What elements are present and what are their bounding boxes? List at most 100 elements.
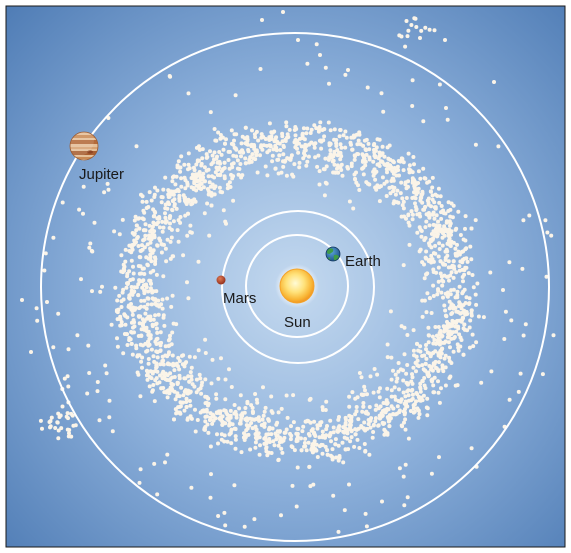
asteroid-dot xyxy=(371,422,376,427)
asteroid-dot xyxy=(377,395,382,400)
asteroid-dot xyxy=(199,161,204,166)
asteroid-dot xyxy=(252,417,257,422)
asteroid-dot xyxy=(165,452,170,457)
asteroid-dot xyxy=(56,411,61,416)
asteroid-dot xyxy=(145,316,149,321)
asteroid-dot xyxy=(181,253,186,258)
asteroid-dot xyxy=(148,333,153,338)
asteroid-dot xyxy=(275,141,280,145)
asteroid-dot xyxy=(173,397,178,402)
asteroid-dot xyxy=(254,427,259,432)
asteroid-dot xyxy=(507,260,512,265)
asteroid-dot xyxy=(469,226,474,231)
asteroid-dot xyxy=(185,233,190,238)
sun-icon xyxy=(275,264,319,308)
asteroid-dot xyxy=(266,418,271,423)
asteroid-dot xyxy=(406,213,411,218)
asteroid-dot xyxy=(396,361,401,365)
asteroid-dot xyxy=(436,254,441,259)
asteroid-dot xyxy=(168,214,173,219)
asteroid-dot xyxy=(424,219,429,224)
asteroid-dot xyxy=(165,237,170,242)
asteroid-dot xyxy=(430,379,434,384)
asteroid-dot xyxy=(425,413,430,418)
asteroid-dot xyxy=(218,189,223,194)
asteroid-dot xyxy=(170,199,175,203)
asteroid-dot xyxy=(210,153,215,158)
asteroid-dot xyxy=(380,144,385,149)
asteroid-dot xyxy=(454,329,459,334)
asteroid-dot xyxy=(264,432,269,437)
asteroid-dot xyxy=(422,238,427,242)
asteroid-dot xyxy=(218,417,223,422)
asteroid-dot xyxy=(145,302,150,307)
asteroid-dot xyxy=(194,162,199,167)
asteroid-dot xyxy=(501,288,505,292)
asteroid-dot xyxy=(415,230,420,235)
asteroid-dot xyxy=(422,262,426,267)
asteroid-dot xyxy=(404,216,408,221)
asteroid-dot xyxy=(297,136,302,141)
asteroid-dot xyxy=(427,333,431,338)
asteroid-dot xyxy=(366,418,371,422)
asteroid-dot xyxy=(250,409,255,414)
asteroid-dot xyxy=(425,396,430,401)
asteroid-dot xyxy=(254,153,259,158)
asteroid-dot xyxy=(318,423,323,428)
asteroid-dot xyxy=(171,321,176,326)
asteroid-dot xyxy=(256,415,261,420)
asteroid-dot xyxy=(260,417,265,422)
asteroid-dot xyxy=(456,348,461,353)
asteroid-dot xyxy=(414,192,419,197)
asteroid-dot xyxy=(363,511,368,516)
asteroid-dot xyxy=(405,34,410,39)
asteroid-dot xyxy=(253,424,258,429)
asteroid-dot xyxy=(173,407,178,412)
asteroid-dot xyxy=(142,288,147,293)
asteroid-dot xyxy=(132,232,137,237)
asteroid-dot xyxy=(343,129,348,134)
asteroid-dot xyxy=(146,343,151,348)
asteroid-dot xyxy=(179,385,184,390)
asteroid-dot xyxy=(129,307,134,312)
asteroid-dot xyxy=(438,229,443,234)
asteroid-dot xyxy=(281,10,285,14)
asteroid-dot xyxy=(451,306,456,311)
asteroid-dot xyxy=(184,396,189,401)
asteroid-dot xyxy=(149,302,154,307)
asteroid-dot xyxy=(205,201,210,206)
asteroid-dot xyxy=(158,348,163,353)
asteroid-dot xyxy=(192,384,197,389)
asteroid-dot xyxy=(169,304,174,309)
asteroid-dot xyxy=(439,351,444,356)
asteroid-dot xyxy=(245,418,249,423)
asteroid-dot xyxy=(258,153,262,158)
asteroid-dot xyxy=(521,333,526,338)
asteroid-dot xyxy=(152,233,157,238)
asteroid-dot xyxy=(422,298,427,303)
asteroid-dot xyxy=(208,495,213,500)
asteroid-dot xyxy=(212,175,217,180)
asteroid-dot xyxy=(67,428,72,432)
asteroid-dot xyxy=(301,126,306,131)
asteroid-dot xyxy=(267,437,272,441)
asteroid-dot xyxy=(149,376,154,381)
asteroid-dot xyxy=(53,426,58,430)
asteroid-dot xyxy=(158,343,163,348)
asteroid-dot xyxy=(440,243,445,248)
asteroid-dot xyxy=(239,141,244,146)
asteroid-dot xyxy=(327,81,331,86)
asteroid-dot xyxy=(449,270,454,275)
asteroid-dot xyxy=(509,318,514,323)
asteroid-dot xyxy=(164,219,168,223)
asteroid-dot xyxy=(110,429,115,434)
asteroid-dot xyxy=(430,193,435,198)
asteroid-dot xyxy=(189,202,194,207)
asteroid-dot xyxy=(239,154,243,159)
asteroid-dot xyxy=(103,363,108,368)
asteroid-dot xyxy=(429,311,434,315)
asteroid-dot xyxy=(202,426,207,431)
asteroid-dot xyxy=(424,249,429,254)
asteroid-dot xyxy=(436,325,441,329)
asteroid-dot xyxy=(345,431,350,436)
